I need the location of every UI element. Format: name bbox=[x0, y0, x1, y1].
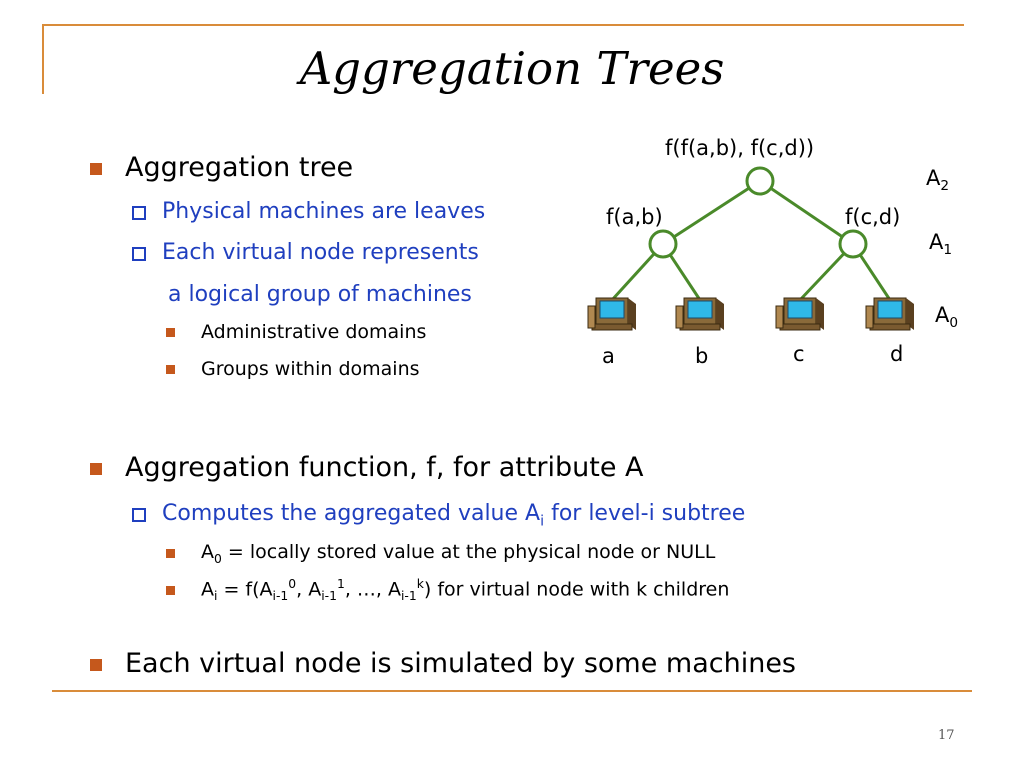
leaf-label-a: a bbox=[602, 344, 615, 368]
bullet-square-icon bbox=[166, 586, 175, 595]
bullet-square-icon bbox=[166, 365, 175, 374]
bullet-admin-domains: Administrative domains bbox=[201, 321, 427, 343]
root-node bbox=[745, 166, 775, 196]
right-virtual-node bbox=[838, 229, 868, 259]
bullet-ai-definition: Ai = f(Ai-10, Ai-11, …, Ai-1k) for virtu… bbox=[201, 577, 730, 604]
page-number: 17 bbox=[938, 728, 955, 743]
bullet-groups-within: Groups within domains bbox=[201, 358, 420, 380]
bullet-virtual-node-cont: a logical group of machines bbox=[168, 282, 472, 307]
bullet-square-icon bbox=[166, 549, 175, 558]
computer-icon bbox=[675, 297, 725, 331]
bullet-aggregation-function: Aggregation function, f, for attribute A bbox=[125, 452, 644, 483]
bullet-square-icon bbox=[90, 163, 102, 175]
bullet-virtual-node-simulated: Each virtual node is simulated by some m… bbox=[125, 648, 796, 679]
level-label-a2: A2 bbox=[926, 166, 950, 195]
bullet-square-icon bbox=[90, 659, 102, 671]
edge-root-right bbox=[759, 179, 854, 246]
leaf-label-d: d bbox=[890, 342, 904, 366]
computer-icon bbox=[865, 297, 915, 331]
top-rule bbox=[42, 24, 964, 26]
bullet-square-icon bbox=[166, 328, 175, 337]
bullet-physical-machines: Physical machines are leaves bbox=[162, 199, 486, 224]
slide-title: Aggregation Trees bbox=[299, 42, 725, 95]
hollow-square-icon bbox=[132, 206, 146, 220]
bottom-rule bbox=[52, 690, 972, 692]
left-rule bbox=[42, 24, 44, 94]
bullet-virtual-node: Each virtual node represents bbox=[162, 240, 479, 265]
bullet-square-icon bbox=[90, 463, 102, 475]
left-node-label: f(a,b) bbox=[606, 205, 663, 229]
bullet-a0-definition: A0 = locally stored value at the physica… bbox=[201, 541, 716, 566]
leaf-label-b: b bbox=[695, 344, 709, 368]
edge-root-left bbox=[662, 179, 761, 246]
leaf-label-c: c bbox=[793, 342, 805, 366]
level-label-a0: A0 bbox=[935, 303, 959, 332]
hollow-square-icon bbox=[132, 247, 146, 261]
left-virtual-node bbox=[648, 229, 678, 259]
right-node-label: f(c,d) bbox=[845, 205, 901, 229]
hollow-square-icon bbox=[132, 508, 146, 522]
bullet-aggregation-tree: Aggregation tree bbox=[125, 152, 354, 183]
computer-icon bbox=[775, 297, 825, 331]
root-node-label: f(f(a,b), f(c,d)) bbox=[665, 136, 815, 160]
bullet-computes-value: Computes the aggregated value Ai for lev… bbox=[162, 501, 746, 530]
computer-icon bbox=[587, 297, 637, 331]
level-label-a1: A1 bbox=[929, 230, 953, 259]
